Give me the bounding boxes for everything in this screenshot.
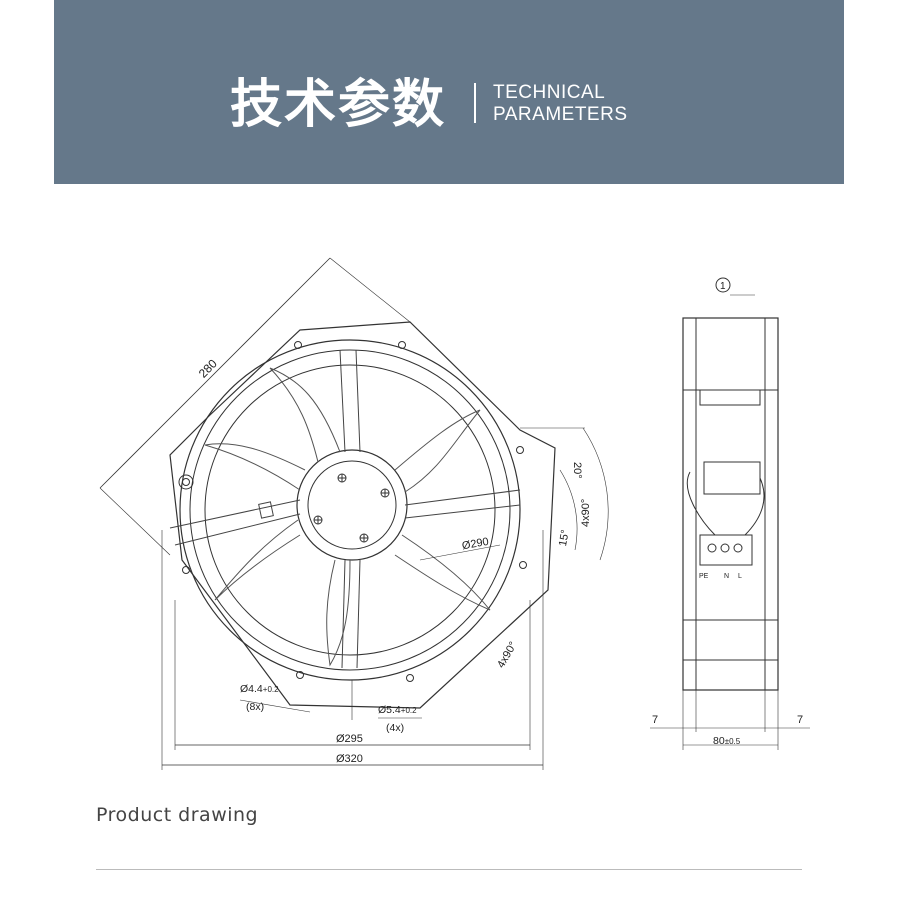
caption: Product drawing [96, 804, 259, 826]
title-english-line2: PARAMETERS [493, 104, 628, 125]
struts [169, 349, 521, 669]
title-chinese: 技术参数 [230, 75, 447, 135]
inner-ring [204, 364, 496, 656]
hub-inner [307, 460, 397, 550]
outer-ring-inner [189, 349, 511, 671]
header-banner [54, 0, 844, 184]
side-marker-number: 1 [720, 281, 726, 292]
title-english-line1: TECHNICAL [493, 82, 606, 103]
hole-large-qty: (4x) [386, 722, 404, 734]
hub-outer [296, 449, 408, 561]
dim-320: Ø320 [336, 753, 363, 765]
hole-large-label: Ø5.4+0.2 [378, 704, 417, 716]
hole-small-label: Ø4.4+0.2 [240, 683, 279, 695]
title-english: TECHNICAL PARAMETERS [493, 82, 628, 126]
side-marker-circle [715, 277, 731, 293]
dim-280: 280 [196, 356, 220, 380]
dim-right-7: 7 [797, 714, 803, 726]
terminal-l: L [738, 573, 742, 580]
side-view [650, 277, 810, 750]
angle-15: 15° [557, 529, 572, 547]
terminal-n: N [724, 573, 729, 580]
outer-ring [179, 339, 521, 681]
dim-290: Ø290 [461, 536, 490, 552]
dim-left-7: 7 [652, 714, 658, 726]
hub-screws [313, 473, 390, 543]
front-view [99, 257, 609, 770]
angle-4x90-upper: 4x90° [580, 499, 592, 527]
dim-depth: 80±0.5 [713, 735, 741, 747]
fan-blades [204, 367, 491, 667]
hole-small-qty: (8x) [246, 701, 264, 713]
title-divider [474, 83, 476, 123]
fan-housing-outline [169, 321, 556, 709]
angle-4x90-lower: 4x90° [495, 640, 520, 670]
dim-295: Ø295 [336, 733, 363, 745]
terminal-pe: PE [699, 573, 709, 580]
bottom-rule [96, 869, 802, 870]
technical-drawing: 280 Ø290 Ø295 Ø320 Ø4.4+0.2 (8x) Ø5.4+0.… [99, 257, 810, 770]
angle-20: 20° [571, 462, 583, 479]
mounting-holes [178, 341, 527, 682]
